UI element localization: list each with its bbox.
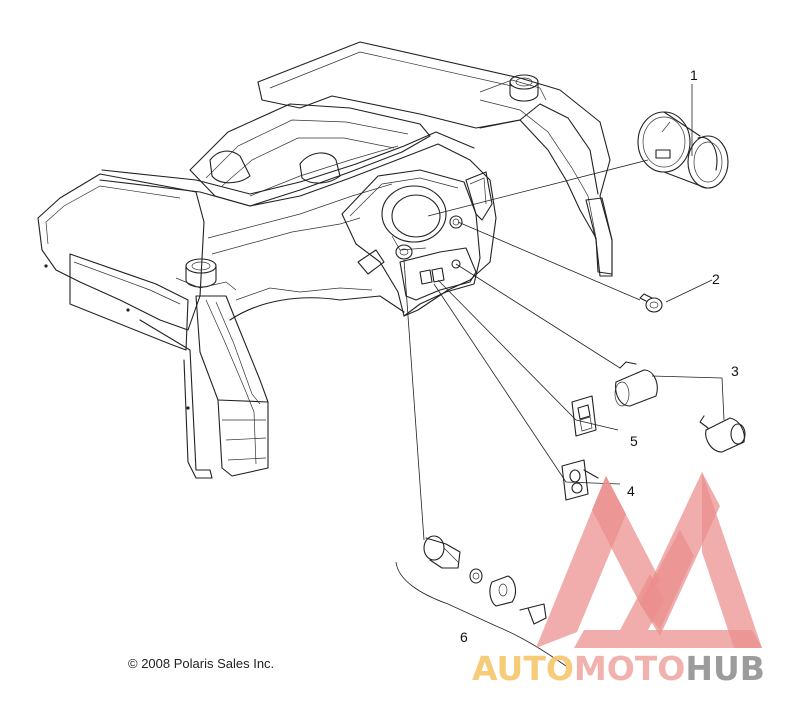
callout-3: 3	[731, 363, 739, 379]
part-callouts: 1 2 3 4 5 6	[460, 67, 739, 645]
callout-1: 1	[690, 67, 698, 83]
part-5-rocker-switch	[571, 395, 597, 437]
automotohub-logo-mark	[536, 472, 762, 648]
wordmark-moto: MOTO	[574, 649, 685, 688]
part-4-switch	[561, 459, 599, 501]
callout-4: 4	[627, 483, 635, 499]
callout-6: 6	[460, 629, 468, 645]
dashboard-assembly	[37, 41, 613, 479]
leader-lines	[403, 84, 713, 541]
part-3-power-outlet	[614, 361, 746, 453]
callout-5: 5	[630, 433, 638, 449]
automotohub-wordmark: AUTOMOTOHUB	[472, 649, 765, 688]
part-6-ignition-switch	[395, 535, 567, 667]
wordmark-auto: AUTO	[472, 649, 574, 688]
part-2-indicator-light	[639, 293, 663, 313]
part-1-speedometer	[637, 111, 729, 189]
wordmark-hub: HUB	[685, 649, 765, 688]
callout-2: 2	[712, 271, 720, 287]
copyright-notice: © 2008 Polaris Sales Inc.	[128, 656, 275, 671]
